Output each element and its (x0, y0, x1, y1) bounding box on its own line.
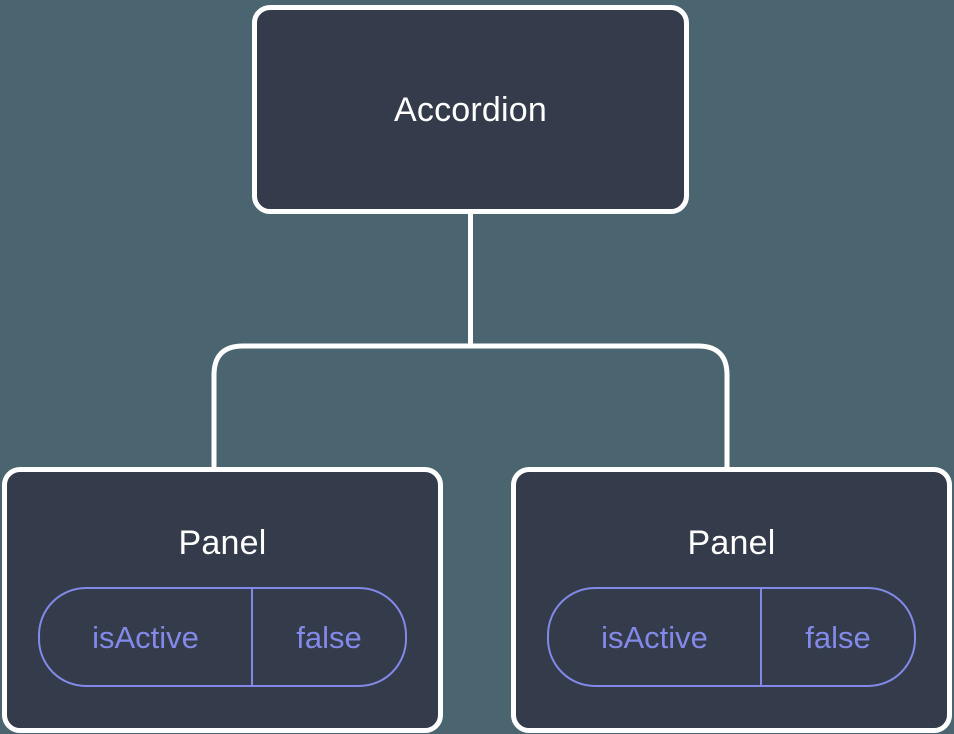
node-panel-1-label: Panel (178, 524, 267, 562)
node-accordion-label: Accordion (394, 90, 547, 129)
prop-key-isactive: isActive (549, 589, 762, 685)
node-panel-2-label: Panel (687, 524, 776, 562)
prop-badge-panel-2[interactable]: isActive false (547, 587, 916, 687)
prop-value-isactive: false (805, 619, 871, 655)
prop-badge-panel-1[interactable]: isActive false (38, 587, 407, 687)
edge-branch-left (211, 343, 471, 472)
node-accordion[interactable]: Accordion (252, 5, 689, 214)
node-panel-2[interactable]: Panel isActive false (511, 467, 952, 733)
prop-key-isactive: isActive (40, 589, 253, 685)
node-panel-1[interactable]: Panel isActive false (2, 467, 443, 733)
prop-value-isactive: false (296, 619, 362, 655)
edge-branch-right (470, 343, 730, 472)
